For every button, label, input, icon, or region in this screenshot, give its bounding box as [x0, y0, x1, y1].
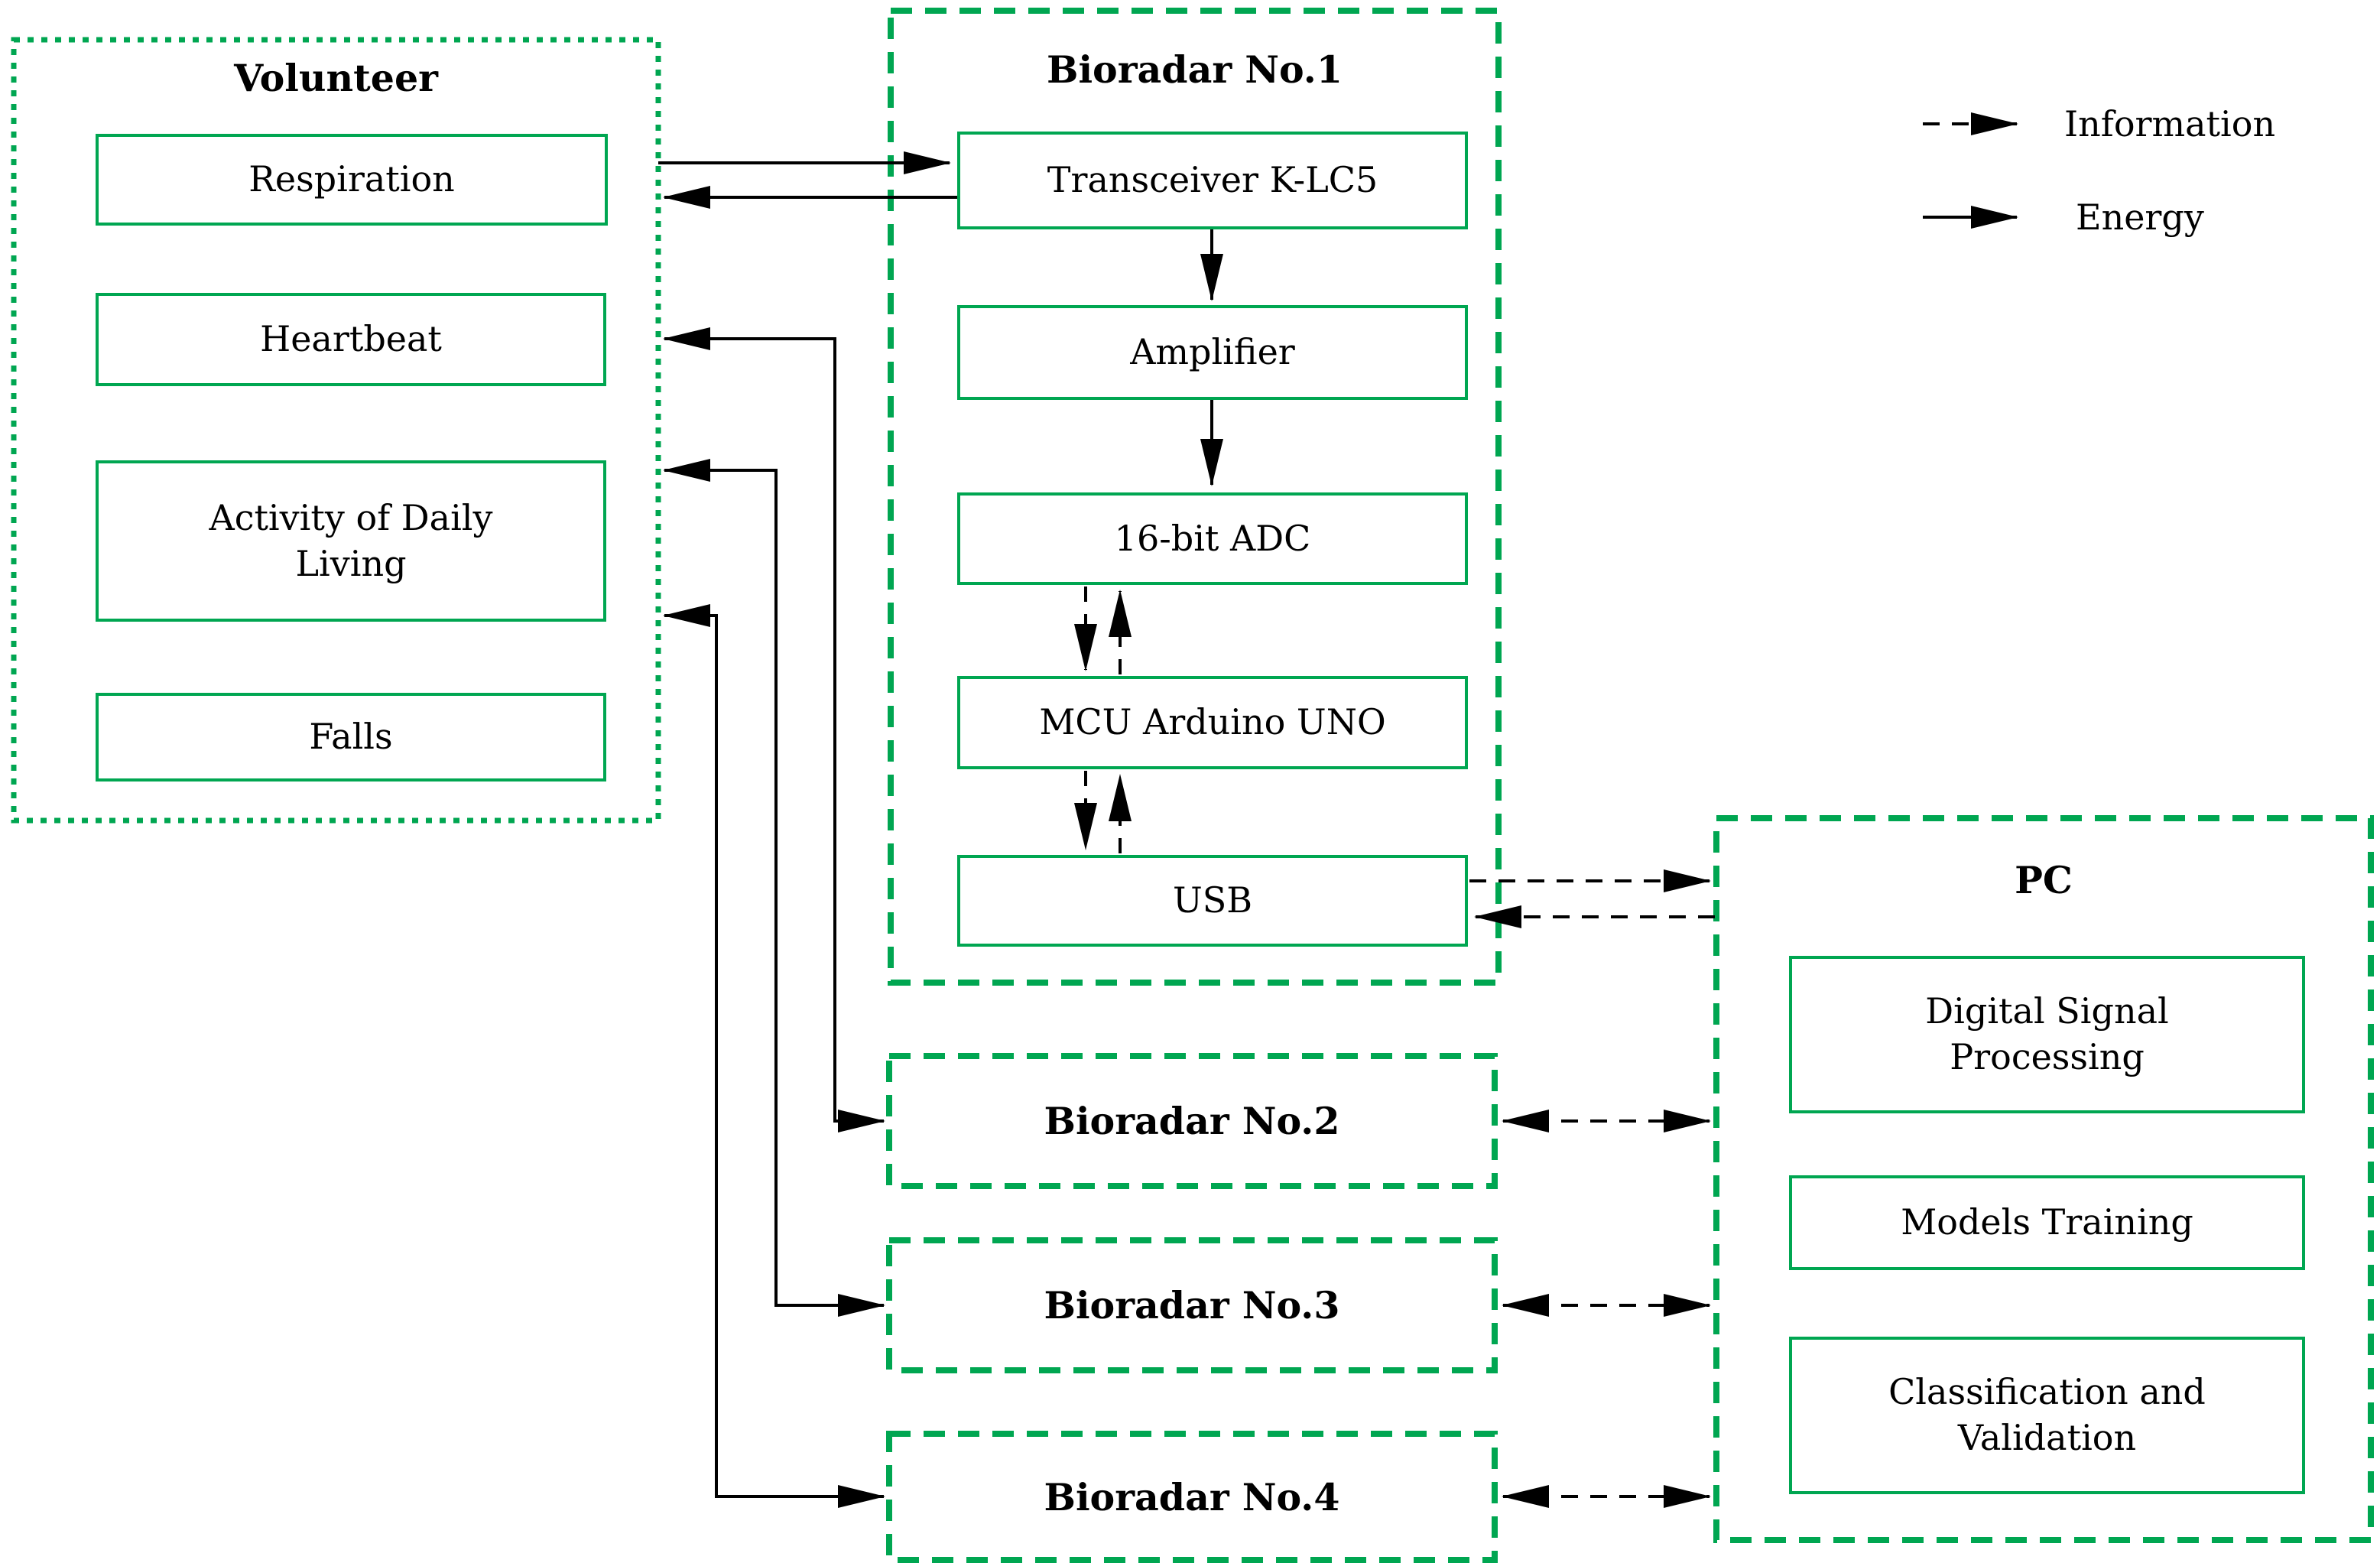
node-classification-label: Classification and Validation	[1888, 1371, 2206, 1458]
energy-arrow-falls-bioradar4	[663, 604, 885, 1508]
node-digital-signal-processing: Digital Signal Processing	[1789, 956, 2305, 1113]
node-heartbeat: Heartbeat	[96, 293, 606, 386]
node-models-training: Models Training	[1789, 1175, 2305, 1270]
node-amplifier: Amplifier	[957, 305, 1468, 400]
node-adc-label: 16-bit ADC	[1114, 517, 1311, 559]
node-respiration: Respiration	[96, 134, 608, 226]
node-usb: USB	[957, 855, 1468, 947]
node-respiration-label: Respiration	[248, 158, 455, 200]
bioradar4-group-title: Bioradar No.4	[1044, 1474, 1340, 1519]
node-heartbeat-label: Heartbeat	[260, 318, 442, 360]
node-falls: Falls	[96, 693, 606, 782]
pc-group-border	[1713, 815, 2374, 1543]
volunteer-group-border	[11, 37, 661, 824]
node-transceiver-label: Transceiver K-LC5	[1047, 159, 1378, 201]
node-falls-label: Falls	[309, 716, 393, 758]
node-models-training-label: Models Training	[1901, 1201, 2193, 1243]
energy-arrow-heartbeat-bioradar2	[663, 327, 885, 1132]
bioradar2-group-title: Bioradar No.2	[1044, 1099, 1340, 1143]
volunteer-group-title: Volunteer	[234, 56, 438, 100]
bioradar2-group-border	[886, 1053, 1498, 1189]
legend-information-label: Information	[2064, 103, 2276, 145]
node-adl-label: Activity of Daily Living	[209, 496, 493, 584]
node-usb-label: USB	[1172, 879, 1253, 921]
node-mcu-arduino-uno: MCU Arduino UNO	[957, 676, 1468, 769]
node-amplifier-label: Amplifier	[1130, 331, 1295, 373]
node-transceiver-k-lc5: Transceiver K-LC5	[957, 132, 1468, 229]
bioradar4-group-border	[886, 1431, 1498, 1563]
bioradar3-group-border	[886, 1237, 1498, 1373]
node-classification-validation: Classification and Validation	[1789, 1337, 2305, 1494]
node-activity-of-daily-living: Activity of Daily Living	[96, 460, 606, 622]
bioradar3-group-title: Bioradar No.3	[1044, 1283, 1340, 1327]
legend-energy-label: Energy	[2076, 197, 2204, 238]
node-dsp-label: Digital Signal Processing	[1925, 990, 2169, 1077]
bioradar1-group-title: Bioradar No.1	[1047, 47, 1343, 92]
energy-arrow-adl-bioradar3	[663, 459, 885, 1317]
pc-group-title: PC	[2015, 858, 2073, 902]
node-16bit-adc: 16-bit ADC	[957, 492, 1468, 585]
node-mcu-label: MCU Arduino UNO	[1039, 701, 1386, 743]
